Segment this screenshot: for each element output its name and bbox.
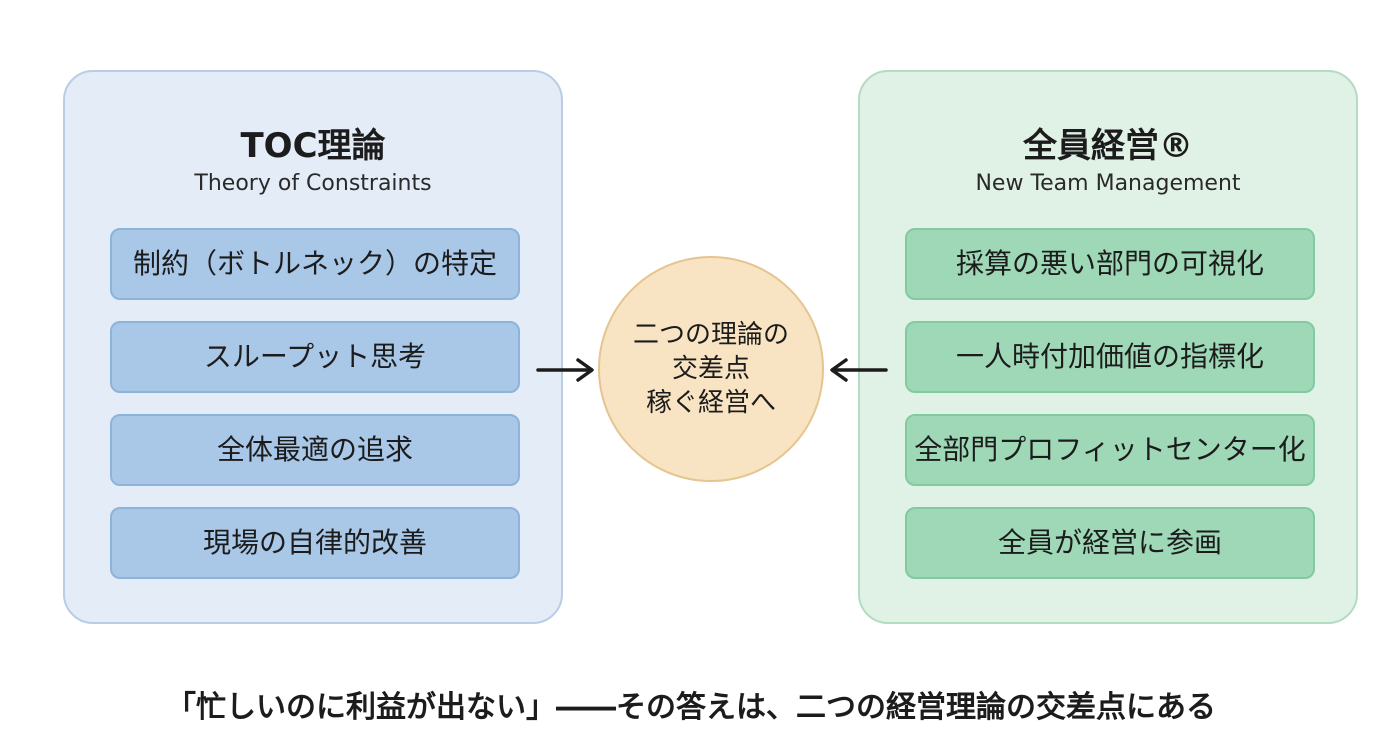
team-item-all-participate: 全員が経営に参画	[905, 507, 1315, 579]
center-line-1: 二つの理論の	[632, 320, 789, 350]
toc-theory-panel: TOC理論 Theory of Constraints 制約（ボトルネック）の特…	[63, 70, 563, 624]
center-line-3: 稼ぐ経営へ	[645, 388, 776, 418]
team-management-panel: 全員経営® New Team Management 採算の悪い部門の可視化 一人…	[858, 70, 1358, 624]
toc-item-autonomous-improvement: 現場の自律的改善	[110, 507, 520, 579]
arrow-left-icon	[830, 358, 888, 382]
team-item-visualize-departments: 採算の悪い部門の可視化	[905, 228, 1315, 300]
team-panel-subtitle: New Team Management	[975, 171, 1241, 196]
arrow-right-icon	[536, 358, 594, 382]
intersection-circle: 二つの理論の 交差点 稼ぐ経営へ	[598, 256, 824, 482]
team-item-value-added-metric: 一人時付加価値の指標化	[905, 321, 1315, 393]
toc-item-throughput: スループット思考	[110, 321, 520, 393]
team-item-profit-center: 全部門プロフィットセンター化	[905, 414, 1315, 486]
toc-item-global-optimum: 全体最適の追求	[110, 414, 520, 486]
toc-panel-subtitle: Theory of Constraints	[194, 171, 432, 196]
center-line-2: 交差点	[671, 354, 750, 384]
bottom-caption: 「忙しいのに利益が出ない」――その答えは、二つの経営理論の交差点にある	[166, 690, 1216, 725]
team-panel-title: 全員経営®	[1023, 126, 1193, 166]
toc-item-constraint: 制約（ボトルネック）の特定	[110, 228, 520, 300]
toc-panel-title: TOC理論	[240, 126, 386, 166]
